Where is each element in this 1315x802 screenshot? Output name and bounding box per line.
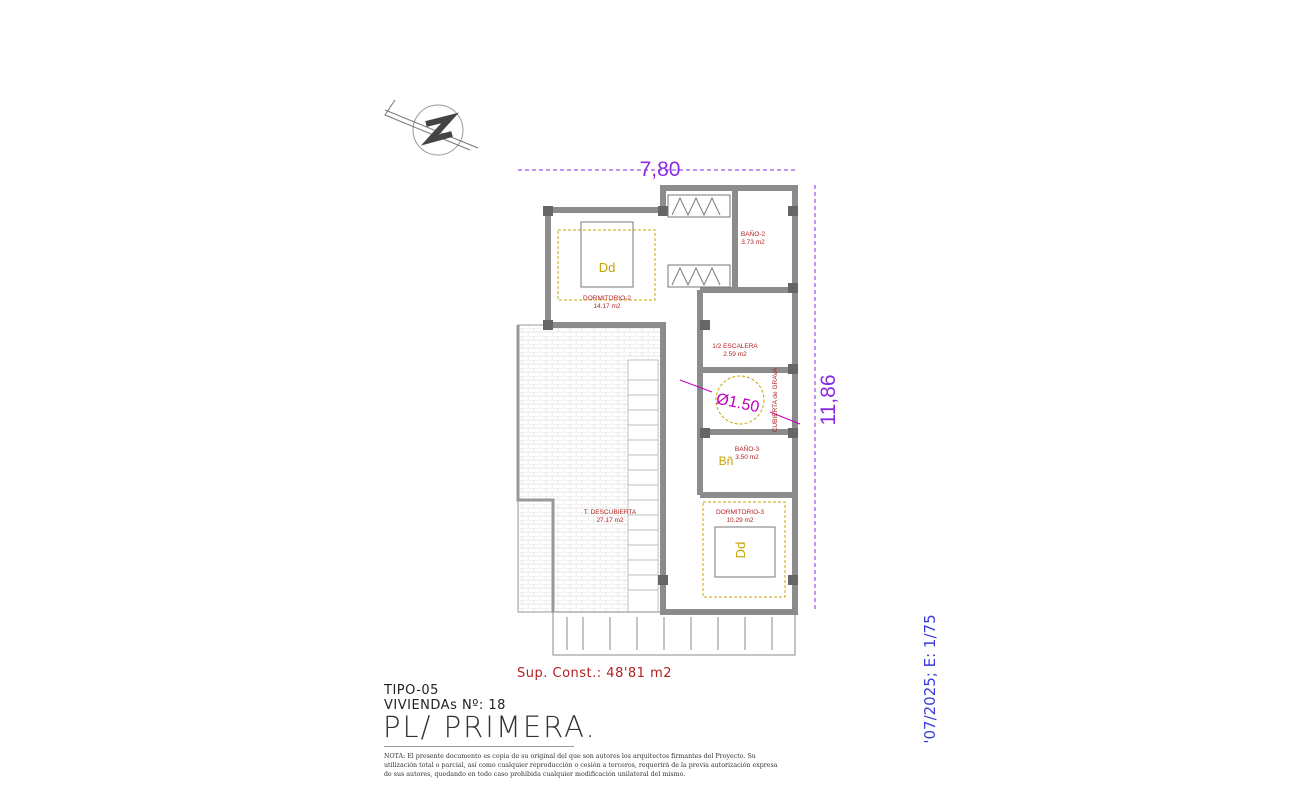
room-area-terraza: 27.17 m2 — [596, 517, 623, 524]
symbol-dd-2: Dd — [599, 260, 616, 275]
dimension-height: 11,86 — [817, 375, 840, 426]
room-area-dormitorio-2: 14.17 m2 — [593, 303, 620, 310]
room-area-bano-3: 3.50 m2 — [735, 454, 759, 461]
dimension-width: 7,80 — [640, 158, 681, 181]
room-name-terraza: T. DESCUBIERTA — [584, 509, 637, 516]
turn-diameter: Ø1.50 — [715, 391, 761, 417]
room-name-cubierta: CUBIERTA de GRAVA — [772, 367, 779, 432]
surface-area: Sup. Const.: 48'81 m2 — [517, 666, 673, 681]
room-name-bano-2: BAÑO-2 — [741, 229, 766, 238]
north-arrow-icon — [384, 99, 479, 156]
dimension-lines — [518, 169, 816, 612]
viviendas-label: VIVIENDAs Nº: 18 — [384, 698, 506, 713]
room-area-dormitorio-3: 10.29 m2 — [726, 517, 753, 524]
symbol-dd-3: Dd — [733, 542, 748, 559]
room-name-bano-3: BAÑO-3 — [735, 444, 760, 453]
symbol-bn: Bñ — [719, 454, 734, 468]
room-area-bano-2: 3.73 m2 — [741, 239, 765, 246]
date-scale: '07/2025; E: 1/75 — [921, 614, 939, 744]
room-name-escalera: 1/2 ESCALERA — [712, 343, 758, 350]
room-name-dormitorio-2: DORMITORIO-2 — [583, 295, 631, 302]
room-area-escalera: 2.59 m2 — [723, 351, 747, 358]
tipo-label: TIPO-05 — [384, 683, 439, 698]
divider — [384, 746, 574, 747]
railing — [552, 611, 796, 656]
plan-title: PL/ PRIMERA. — [383, 710, 597, 744]
room-name-dormitorio-3: DORMITORIO-3 — [716, 509, 764, 516]
legal-note: NOTA: El presente documento es copia de … — [384, 753, 778, 778]
